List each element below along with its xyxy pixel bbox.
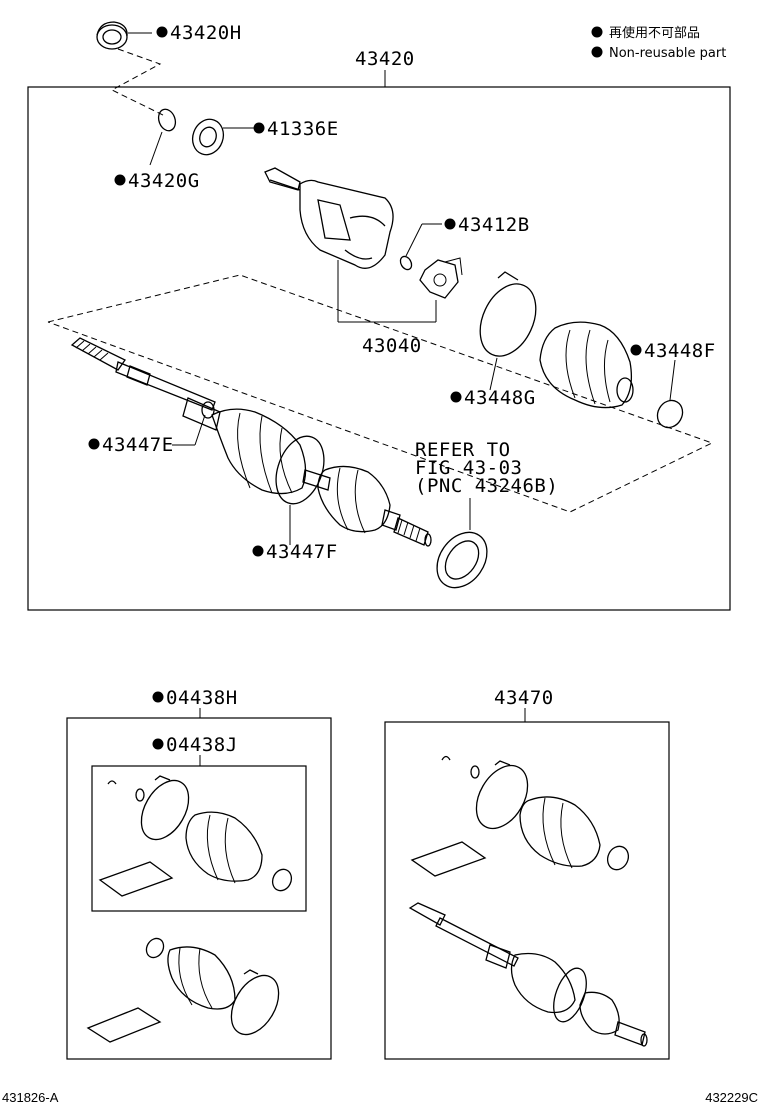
legend-dot-icon: [591, 26, 603, 38]
label-43448F: 43448F: [644, 340, 716, 362]
label-43412B: 43412B: [458, 214, 530, 236]
kit-box-43470: [384, 721, 670, 1060]
footer-right-code: 432229C: [705, 1090, 758, 1105]
legend: 再使用不可部品 Non-reusable part: [591, 25, 726, 61]
label-04438J: 04438J: [166, 734, 238, 756]
part-43420H: 43420H: [96, 21, 242, 50]
dot-icon: [152, 738, 164, 750]
shaft-group-dashed: [47, 274, 714, 513]
kit-box-04438J: [91, 765, 307, 912]
leader-dashed: [110, 48, 166, 117]
kit-43470-parts: [408, 755, 648, 1047]
part-41336E: 41336E: [191, 118, 339, 156]
assembly-box-43420: [27, 86, 731, 611]
refer-note: REFER TO FIG 43-03 (PNC 43246B): [415, 439, 558, 589]
kit-04438J-parts: [98, 775, 293, 897]
legend-english: Non-reusable part: [609, 46, 726, 61]
label-43420H: 43420H: [170, 22, 242, 44]
label-41336E: 41336E: [267, 118, 339, 140]
label-43420G: 43420G: [128, 170, 200, 192]
part-43448F: 43448F: [630, 340, 716, 429]
legend-japanese: 再使用不可部品: [609, 25, 700, 41]
part-43448G: 43448G: [450, 271, 537, 409]
part-43420G: 43420G: [114, 108, 200, 192]
part-43040-housing: 43040: [264, 167, 437, 357]
footer-left-code: 431826-A: [2, 1090, 59, 1105]
label-43470: 43470: [494, 687, 554, 709]
label-43447E: 43447E: [102, 434, 174, 456]
label-43420: 43420: [355, 48, 415, 70]
label-04438H: 04438H: [166, 687, 238, 709]
refer-line-1: REFER TO: [415, 439, 511, 461]
kit-04438H-parts: [86, 937, 280, 1043]
label-43448G: 43448G: [464, 387, 536, 409]
legend-dot-icon: [591, 46, 603, 58]
part-inboard-boot: [539, 321, 634, 409]
refer-line-3: (PNC 43246B): [415, 475, 558, 497]
part-43412B: 43412B: [399, 214, 530, 299]
kit-box-04438H: [66, 717, 332, 1060]
refer-line-2: FIG 43-03: [415, 457, 522, 479]
part-43447E: 43447E: [88, 414, 206, 456]
label-43447F: 43447F: [266, 541, 338, 563]
dot-icon: [152, 691, 164, 703]
part-43447F: 43447F: [252, 505, 338, 563]
part-drive-shaft: [70, 337, 432, 547]
label-43040: 43040: [362, 335, 422, 357]
